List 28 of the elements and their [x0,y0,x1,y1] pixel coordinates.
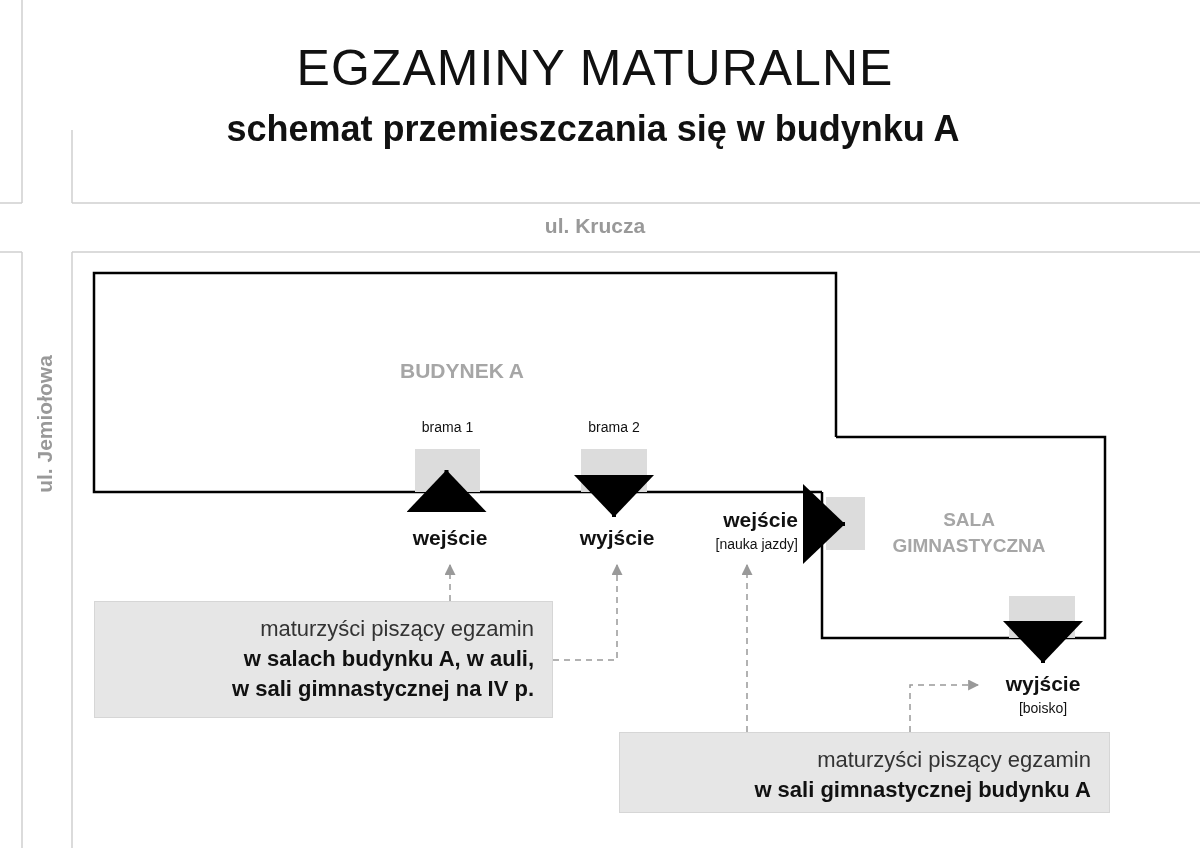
info-heading: maturzyści piszący egzamin [816,746,1091,774]
door-note: [nauka jazdy] [714,535,798,554]
dashed-arrow [909,679,980,733]
building-label: SALA GIMNASTYCZNA [891,508,1047,558]
triangle-arrow [574,475,654,517]
street-name: ul. Jemiołowa [33,354,57,495]
info-text: w sali gimnastycznej budynku A [753,776,1091,804]
triangle-arrow [406,470,487,512]
info-panel [619,732,1110,813]
door-note: [boisko] [1017,699,1069,718]
door-label: wejście [411,525,489,551]
building-label: BUDYNEK A [398,358,526,384]
info-heading: maturzyści piszący egzamin [259,615,534,643]
dashed-arrow [741,563,753,733]
info-text: w salach budynku A, w auli, w sali gimnastycznej na IV p. [231,645,534,703]
street-name: ul. Krucza [543,214,647,238]
dashed-arrow [444,563,456,602]
door-label: wejście [722,507,798,533]
dashed-arrow [552,563,623,661]
title: EGZAMINY MATURALNE [295,39,895,98]
door-label: wyjście [1004,671,1082,697]
info-panel [94,601,553,718]
gate-label: brama 2 [587,419,641,435]
gate-label: brama 1 [420,419,475,435]
triangle-arrow [803,484,845,564]
triangle-arrow [1003,621,1083,663]
subtitle: schemat przemieszczania się w budynku A [225,108,961,150]
door-label: wyjście [578,525,656,551]
